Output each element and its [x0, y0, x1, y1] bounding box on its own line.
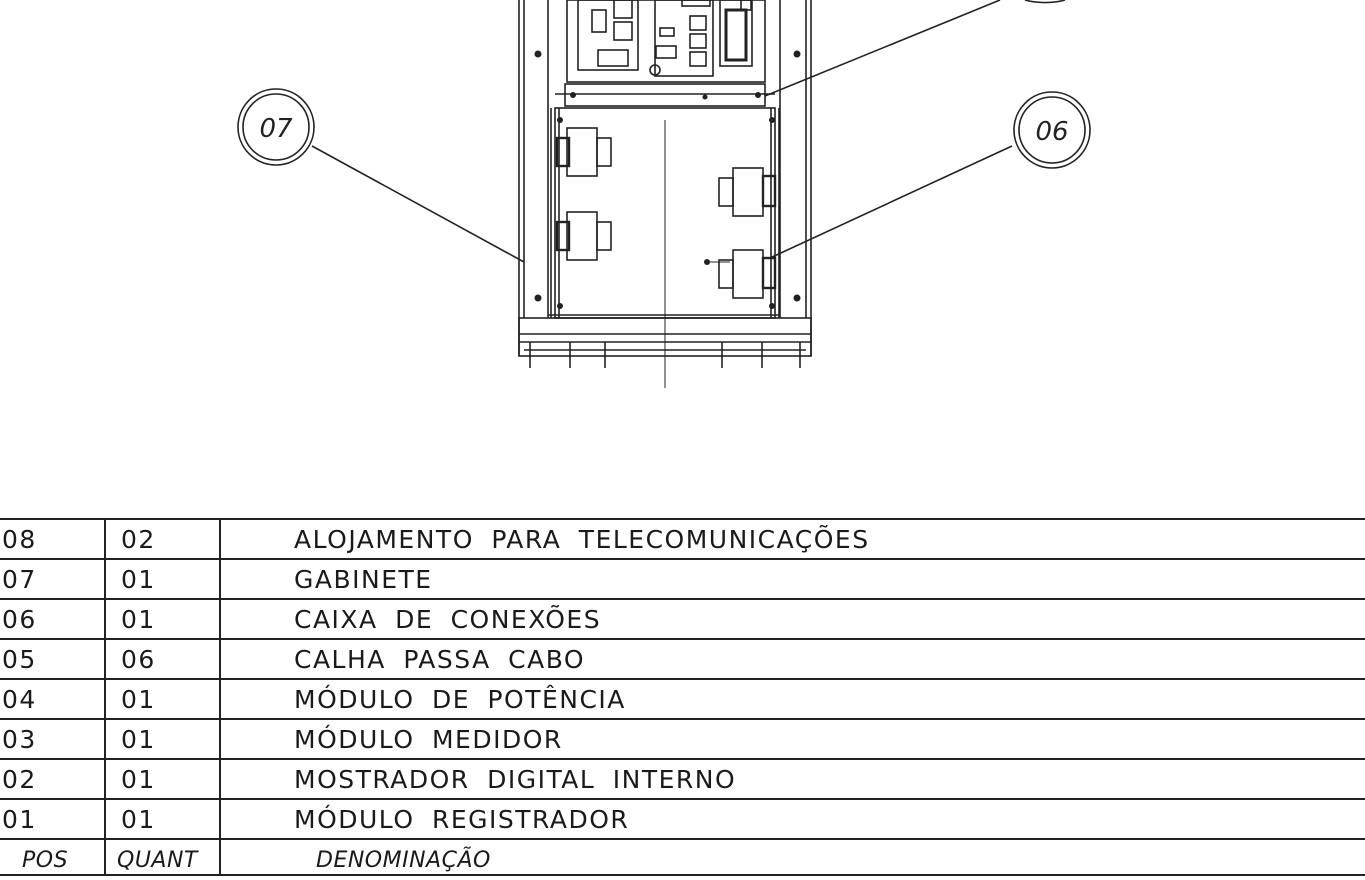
denominacao-cell: CAIXA DE CONEXÕES — [294, 605, 602, 634]
denominacao-cell: GABINETE — [294, 565, 433, 594]
quant-cell: 02 — [121, 525, 156, 554]
quant-cell: 01 — [121, 805, 156, 834]
denominacao-cell: CALHA PASSA CABO — [294, 645, 586, 674]
table-row: 01 01 MÓDULO REGISTRADOR — [0, 800, 1365, 840]
pos-cell: 01 — [2, 805, 37, 834]
pos-cell: 02 — [2, 765, 37, 794]
quant-cell: 01 — [121, 605, 156, 634]
pos-cell: 08 — [2, 525, 37, 554]
pos-header: POS — [22, 848, 69, 873]
denominacao-header: DENOMINAÇÃO — [316, 848, 491, 873]
leader-line-06 — [769, 145, 1013, 259]
table-row: 03 01 MÓDULO MEDIDOR — [0, 720, 1365, 760]
leader-line-07 — [311, 145, 525, 263]
pos-cell: 03 — [2, 725, 37, 754]
cabinet-outline — [518, 0, 812, 388]
upper-module-area — [555, 0, 775, 107]
table-row: 06 01 CAIXA DE CONEXÕES — [0, 600, 1365, 640]
table-header-row: POS QUANT DENOMINAÇÃO — [0, 840, 1365, 880]
technical-drawing: 07 06 — [237, 0, 1091, 388]
pos-cell: 07 — [2, 565, 37, 594]
lower-compartment — [548, 107, 780, 319]
quant-cell: 01 — [121, 725, 156, 754]
pos-cell: 04 — [2, 685, 37, 714]
balloon-06-label: 06 — [1035, 117, 1068, 147]
denominacao-cell: MÓDULO MEDIDOR — [294, 725, 563, 754]
leader-line-upper — [764, 0, 1001, 97]
denominacao-cell: ALOJAMENTO PARA TELECOMUNICAÇÕES — [294, 525, 870, 554]
balloon-07-label: 07 — [259, 114, 293, 144]
quant-cell: 01 — [121, 765, 156, 794]
table-row: 07 01 GABINETE — [0, 560, 1365, 600]
table-row: 05 06 CALHA PASSA CABO — [0, 640, 1365, 680]
balloon-07-circle — [237, 88, 315, 166]
table-row: 08 02 ALOJAMENTO PARA TELECOMUNICAÇÕES — [0, 520, 1365, 560]
balloon-06-circle — [1013, 91, 1091, 169]
denominacao-cell: MOSTRADOR DIGITAL INTERNO — [294, 765, 737, 794]
quant-cell: 01 — [121, 685, 156, 714]
table-row: 02 01 MOSTRADOR DIGITAL INTERNO — [0, 760, 1365, 800]
pos-cell: 05 — [2, 645, 37, 674]
table-row: 04 01 MÓDULO DE POTÊNCIA — [0, 680, 1365, 720]
denominacao-cell: MÓDULO DE POTÊNCIA — [294, 685, 626, 714]
quant-cell: 01 — [121, 565, 156, 594]
quant-header: QUANT — [117, 848, 198, 873]
pos-cell: 06 — [2, 605, 37, 634]
denominacao-cell: MÓDULO REGISTRADOR — [294, 805, 630, 834]
connector-blocks — [555, 127, 777, 299]
quant-cell: 06 — [121, 645, 156, 674]
